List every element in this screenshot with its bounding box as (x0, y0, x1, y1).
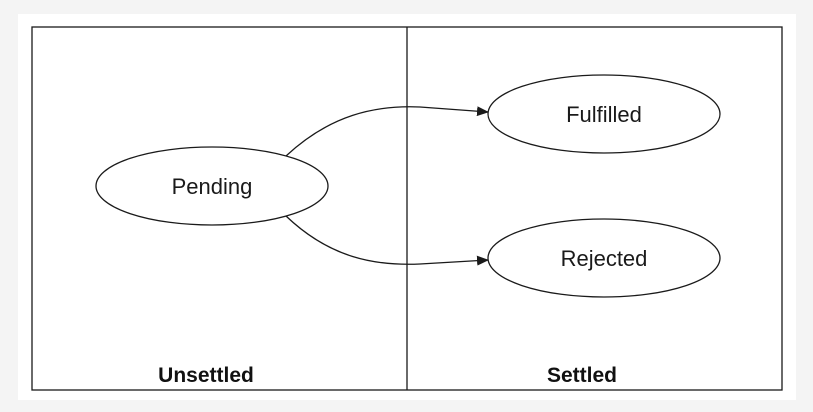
state-rejected-shape (487, 218, 721, 298)
arrow-pending-to-fulfilled (285, 106, 489, 157)
state-rejected: Rejected (487, 218, 721, 298)
state-fulfilled-shape (487, 74, 721, 154)
state-rejected-label: Rejected (561, 246, 648, 271)
zone-label-settled: Settled (547, 364, 617, 387)
zone-label-unsettled: Unsettled (158, 364, 254, 387)
state-pending-shape (95, 146, 329, 226)
arrow-pending-to-rejected (285, 215, 489, 266)
state-fulfilled-label: Fulfilled (566, 102, 642, 127)
state-fulfilled: Fulfilled (487, 74, 721, 154)
state-pending-label: Pending (172, 174, 253, 199)
state-pending: Pending (95, 146, 329, 226)
